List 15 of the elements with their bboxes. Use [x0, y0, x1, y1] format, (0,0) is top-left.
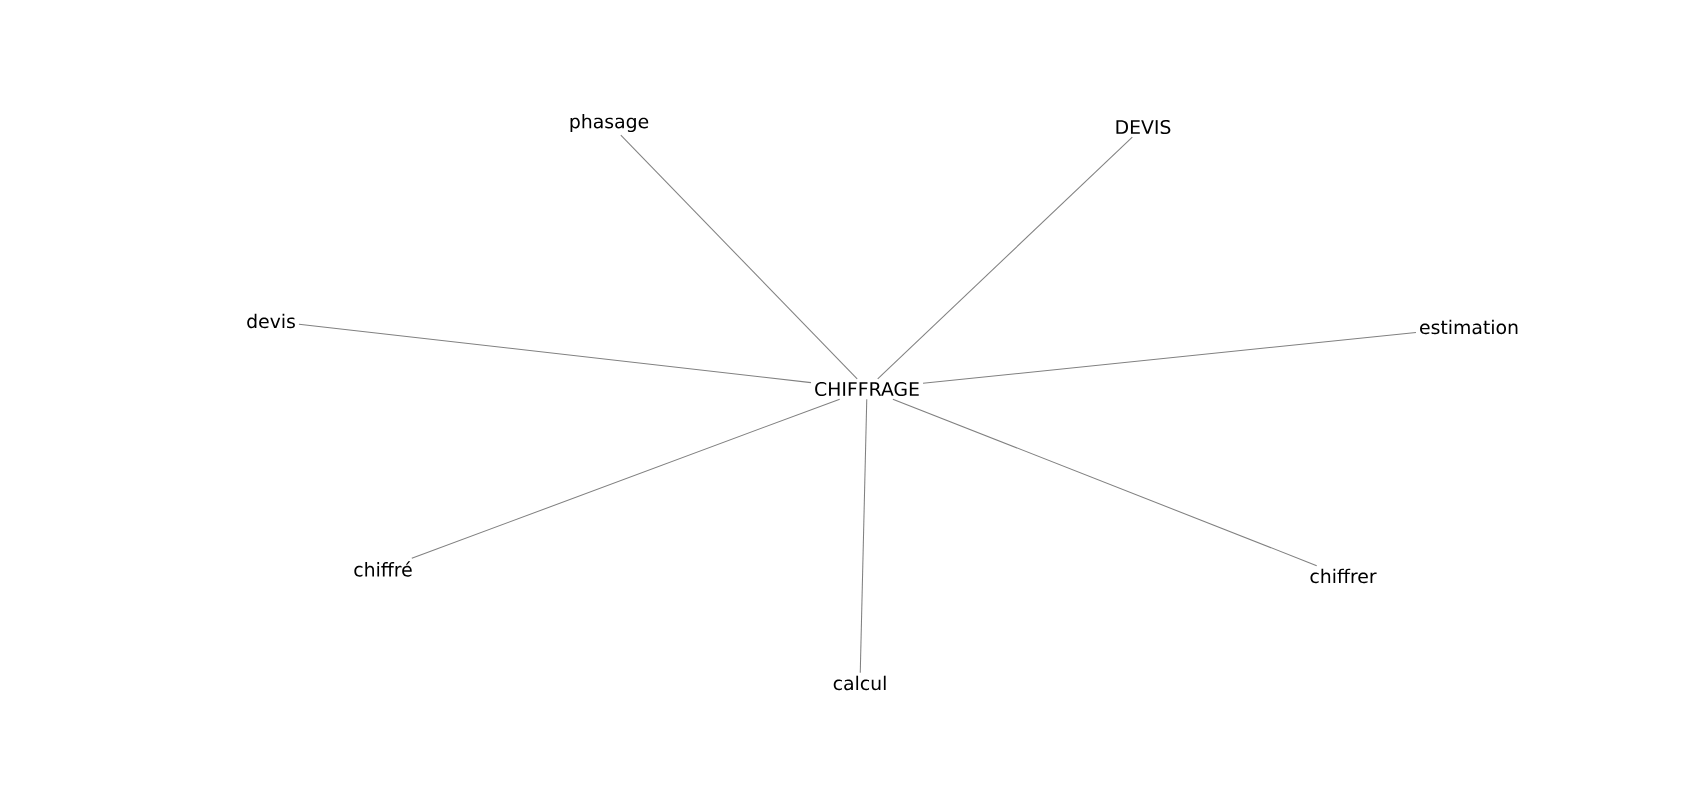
- word-label: CHIFFRAGE: [815, 381, 919, 397]
- word-label: chiffrer: [1310, 568, 1377, 584]
- connector-line: [298, 323, 812, 384]
- connector-line: [922, 331, 1417, 384]
- word-label: DEVIS: [1116, 119, 1171, 135]
- connector-line: [620, 134, 858, 380]
- connector-line: [859, 398, 868, 674]
- word-label: calcul: [833, 675, 886, 691]
- word-label: devis: [247, 313, 295, 329]
- word-label: phasage: [570, 113, 649, 133]
- connector-line: [892, 398, 1318, 567]
- word-label: chiffré: [354, 561, 412, 577]
- word-label: estimation: [1420, 319, 1518, 335]
- connector-line: [411, 398, 841, 559]
- connector-line: [877, 136, 1133, 380]
